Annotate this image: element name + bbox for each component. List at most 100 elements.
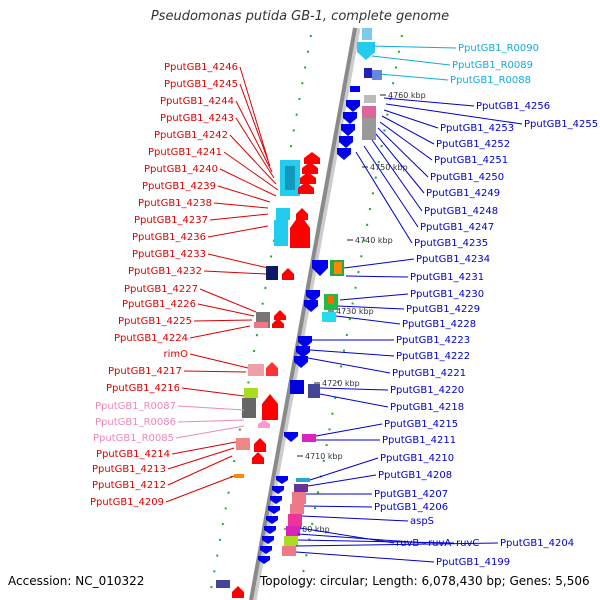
gene-label-left[interactable]: PputGB1_4227 bbox=[124, 284, 198, 295]
gene-label-left[interactable]: PputGB1_R0085 bbox=[93, 433, 174, 444]
gene-arrow[interactable] bbox=[268, 506, 280, 514]
gene-feature[interactable] bbox=[350, 86, 360, 92]
gene-label-right[interactable]: PputGB1_4250 bbox=[430, 172, 504, 183]
gene-label-right[interactable]: PputGB1_4199 bbox=[436, 557, 510, 568]
gene-arrow[interactable] bbox=[262, 536, 274, 544]
gene-label-left[interactable]: PputGB1_4224 bbox=[114, 333, 188, 344]
gene-label-right[interactable]: PputGB1_4255 bbox=[524, 119, 598, 130]
gene-arrow[interactable] bbox=[276, 476, 288, 484]
gene-label-left[interactable]: PputGB1_4236 bbox=[132, 232, 206, 243]
gene-arrow[interactable] bbox=[337, 148, 351, 160]
gene-label-left[interactable]: rimO bbox=[163, 349, 188, 360]
gene-feature[interactable] bbox=[248, 364, 264, 376]
gene-arrow[interactable] bbox=[296, 208, 308, 220]
gene-arrow[interactable] bbox=[306, 290, 320, 302]
gene-label-right[interactable]: aspS bbox=[410, 516, 434, 527]
gene-feature[interactable] bbox=[290, 504, 304, 514]
gene-arrow[interactable] bbox=[254, 438, 266, 452]
gene-label-left[interactable]: PputGB1_4214 bbox=[96, 449, 170, 460]
gene-feature[interactable] bbox=[216, 580, 230, 588]
gene-feature[interactable] bbox=[302, 434, 316, 442]
gene-feature[interactable] bbox=[362, 106, 376, 118]
gene-label-left[interactable]: PputGB1_4233 bbox=[132, 249, 206, 260]
gene-label-left[interactable]: PputGB1_4232 bbox=[128, 266, 202, 277]
gene-feature[interactable] bbox=[292, 492, 306, 504]
gene-label-right[interactable]: PputGB1_4252 bbox=[436, 139, 510, 150]
gene-label-left[interactable]: PputGB1_4217 bbox=[108, 366, 182, 377]
gene-label-right[interactable]: PputGB1_4248 bbox=[424, 206, 498, 217]
gene-label-left[interactable]: PputGB1_4243 bbox=[160, 113, 234, 124]
gene-label-right[interactable]: PputGB1_4218 bbox=[390, 402, 464, 413]
gene-feature[interactable] bbox=[290, 380, 304, 394]
gene-feature[interactable] bbox=[308, 384, 320, 398]
gene-feature[interactable] bbox=[328, 296, 334, 304]
gene-feature[interactable] bbox=[364, 95, 376, 103]
gene-arrow[interactable] bbox=[260, 546, 272, 554]
gene-label-left[interactable]: PputGB1_4242 bbox=[154, 130, 228, 141]
gene-feature[interactable] bbox=[334, 262, 342, 274]
gene-label-right[interactable]: PputGB1_4222 bbox=[396, 351, 470, 362]
gene-feature[interactable] bbox=[288, 514, 302, 526]
gene-label-left[interactable]: PputGB1_R0086 bbox=[95, 417, 176, 428]
gene-label-right[interactable]: PputGB1_4235 bbox=[414, 238, 488, 249]
gene-label-left[interactable]: PputGB1_4225 bbox=[118, 316, 192, 327]
gene-label-left[interactable]: PputGB1_4246 bbox=[164, 62, 238, 73]
gene-label-right[interactable]: PputGB1_4253 bbox=[440, 123, 514, 134]
gene-arrow[interactable] bbox=[341, 124, 355, 136]
gene-label-left[interactable]: PputGB1_4244 bbox=[160, 96, 234, 107]
gene-arrow[interactable] bbox=[296, 346, 310, 358]
gene-feature[interactable] bbox=[362, 28, 372, 40]
gene-label-right[interactable]: PputGB1_4251 bbox=[434, 155, 508, 166]
gene-feature[interactable] bbox=[362, 118, 376, 140]
gene-label-left[interactable]: PputGB1_4239 bbox=[142, 181, 216, 192]
gene-arrow[interactable] bbox=[264, 526, 276, 534]
gene-feature[interactable] bbox=[285, 166, 295, 190]
gene-arrow[interactable] bbox=[258, 556, 270, 564]
gene-label-left[interactable]: PputGB1_4209 bbox=[90, 497, 164, 508]
gene-label-right[interactable]: PputGB1_4256 bbox=[476, 101, 550, 112]
gene-label-right[interactable]: PputGB1_4234 bbox=[416, 254, 490, 265]
gene-arrow[interactable] bbox=[298, 182, 314, 194]
gene-feature[interactable] bbox=[242, 398, 256, 418]
gene-feature[interactable] bbox=[254, 322, 268, 328]
gene-label-left[interactable]: PputGB1_4238 bbox=[138, 198, 212, 209]
gene-label-right[interactable]: PputGB1_4229 bbox=[406, 304, 480, 315]
gene-label-right[interactable]: PputGB1_4206 bbox=[374, 502, 448, 513]
gene-feature[interactable] bbox=[282, 546, 296, 556]
gene-arrow[interactable] bbox=[304, 300, 318, 312]
gene-label-right[interactable]: PputGB1_4247 bbox=[420, 222, 494, 233]
gene-arrow[interactable] bbox=[339, 136, 353, 148]
gene-feature[interactable] bbox=[294, 484, 308, 492]
gene-feature[interactable] bbox=[276, 208, 290, 220]
gene-arrow[interactable] bbox=[274, 310, 286, 320]
gene-label-left[interactable]: PputGB1_4237 bbox=[134, 215, 208, 226]
gene-label-right[interactable]: PputGB1_R0088 bbox=[450, 75, 531, 86]
gene-arrow[interactable] bbox=[298, 336, 312, 348]
gene-label-right[interactable]: PputGB1_4220 bbox=[390, 385, 464, 396]
gene-label-right[interactable]: PputGB1_4249 bbox=[426, 188, 500, 199]
gene-feature[interactable] bbox=[274, 220, 288, 246]
gene-label-right[interactable]: ruvC bbox=[456, 538, 479, 549]
gene-arrow[interactable] bbox=[258, 420, 270, 428]
gene-arrow[interactable] bbox=[300, 172, 316, 184]
gene-feature[interactable] bbox=[266, 266, 278, 280]
gene-label-right[interactable]: PputGB1_4228 bbox=[402, 319, 476, 330]
gene-feature[interactable] bbox=[284, 536, 298, 546]
gene-feature[interactable] bbox=[244, 388, 258, 398]
gene-label-left[interactable]: PputGB1_4212 bbox=[92, 480, 166, 491]
gene-feature[interactable] bbox=[286, 526, 300, 536]
gene-label-left[interactable]: PputGB1_4240 bbox=[144, 164, 218, 175]
gene-label-right[interactable]: PputGB1_4208 bbox=[378, 470, 452, 481]
gene-arrow[interactable] bbox=[270, 496, 282, 504]
gene-label-left[interactable]: PputGB1_4226 bbox=[122, 299, 196, 310]
gene-arrow[interactable] bbox=[357, 42, 375, 60]
gene-arrow[interactable] bbox=[312, 260, 328, 276]
gene-arrow[interactable] bbox=[294, 356, 308, 368]
gene-label-left[interactable]: PputGB1_4241 bbox=[148, 147, 222, 158]
gene-label-right[interactable]: PputGB1_4231 bbox=[410, 272, 484, 283]
gene-label-right[interactable]: PputGB1_4221 bbox=[392, 368, 466, 379]
gene-label-left[interactable]: PputGB1_4245 bbox=[164, 79, 238, 90]
gene-feature[interactable] bbox=[372, 70, 382, 80]
gene-label-right[interactable]: ruvA bbox=[428, 538, 451, 549]
gene-label-right[interactable]: ruvB bbox=[396, 538, 419, 549]
